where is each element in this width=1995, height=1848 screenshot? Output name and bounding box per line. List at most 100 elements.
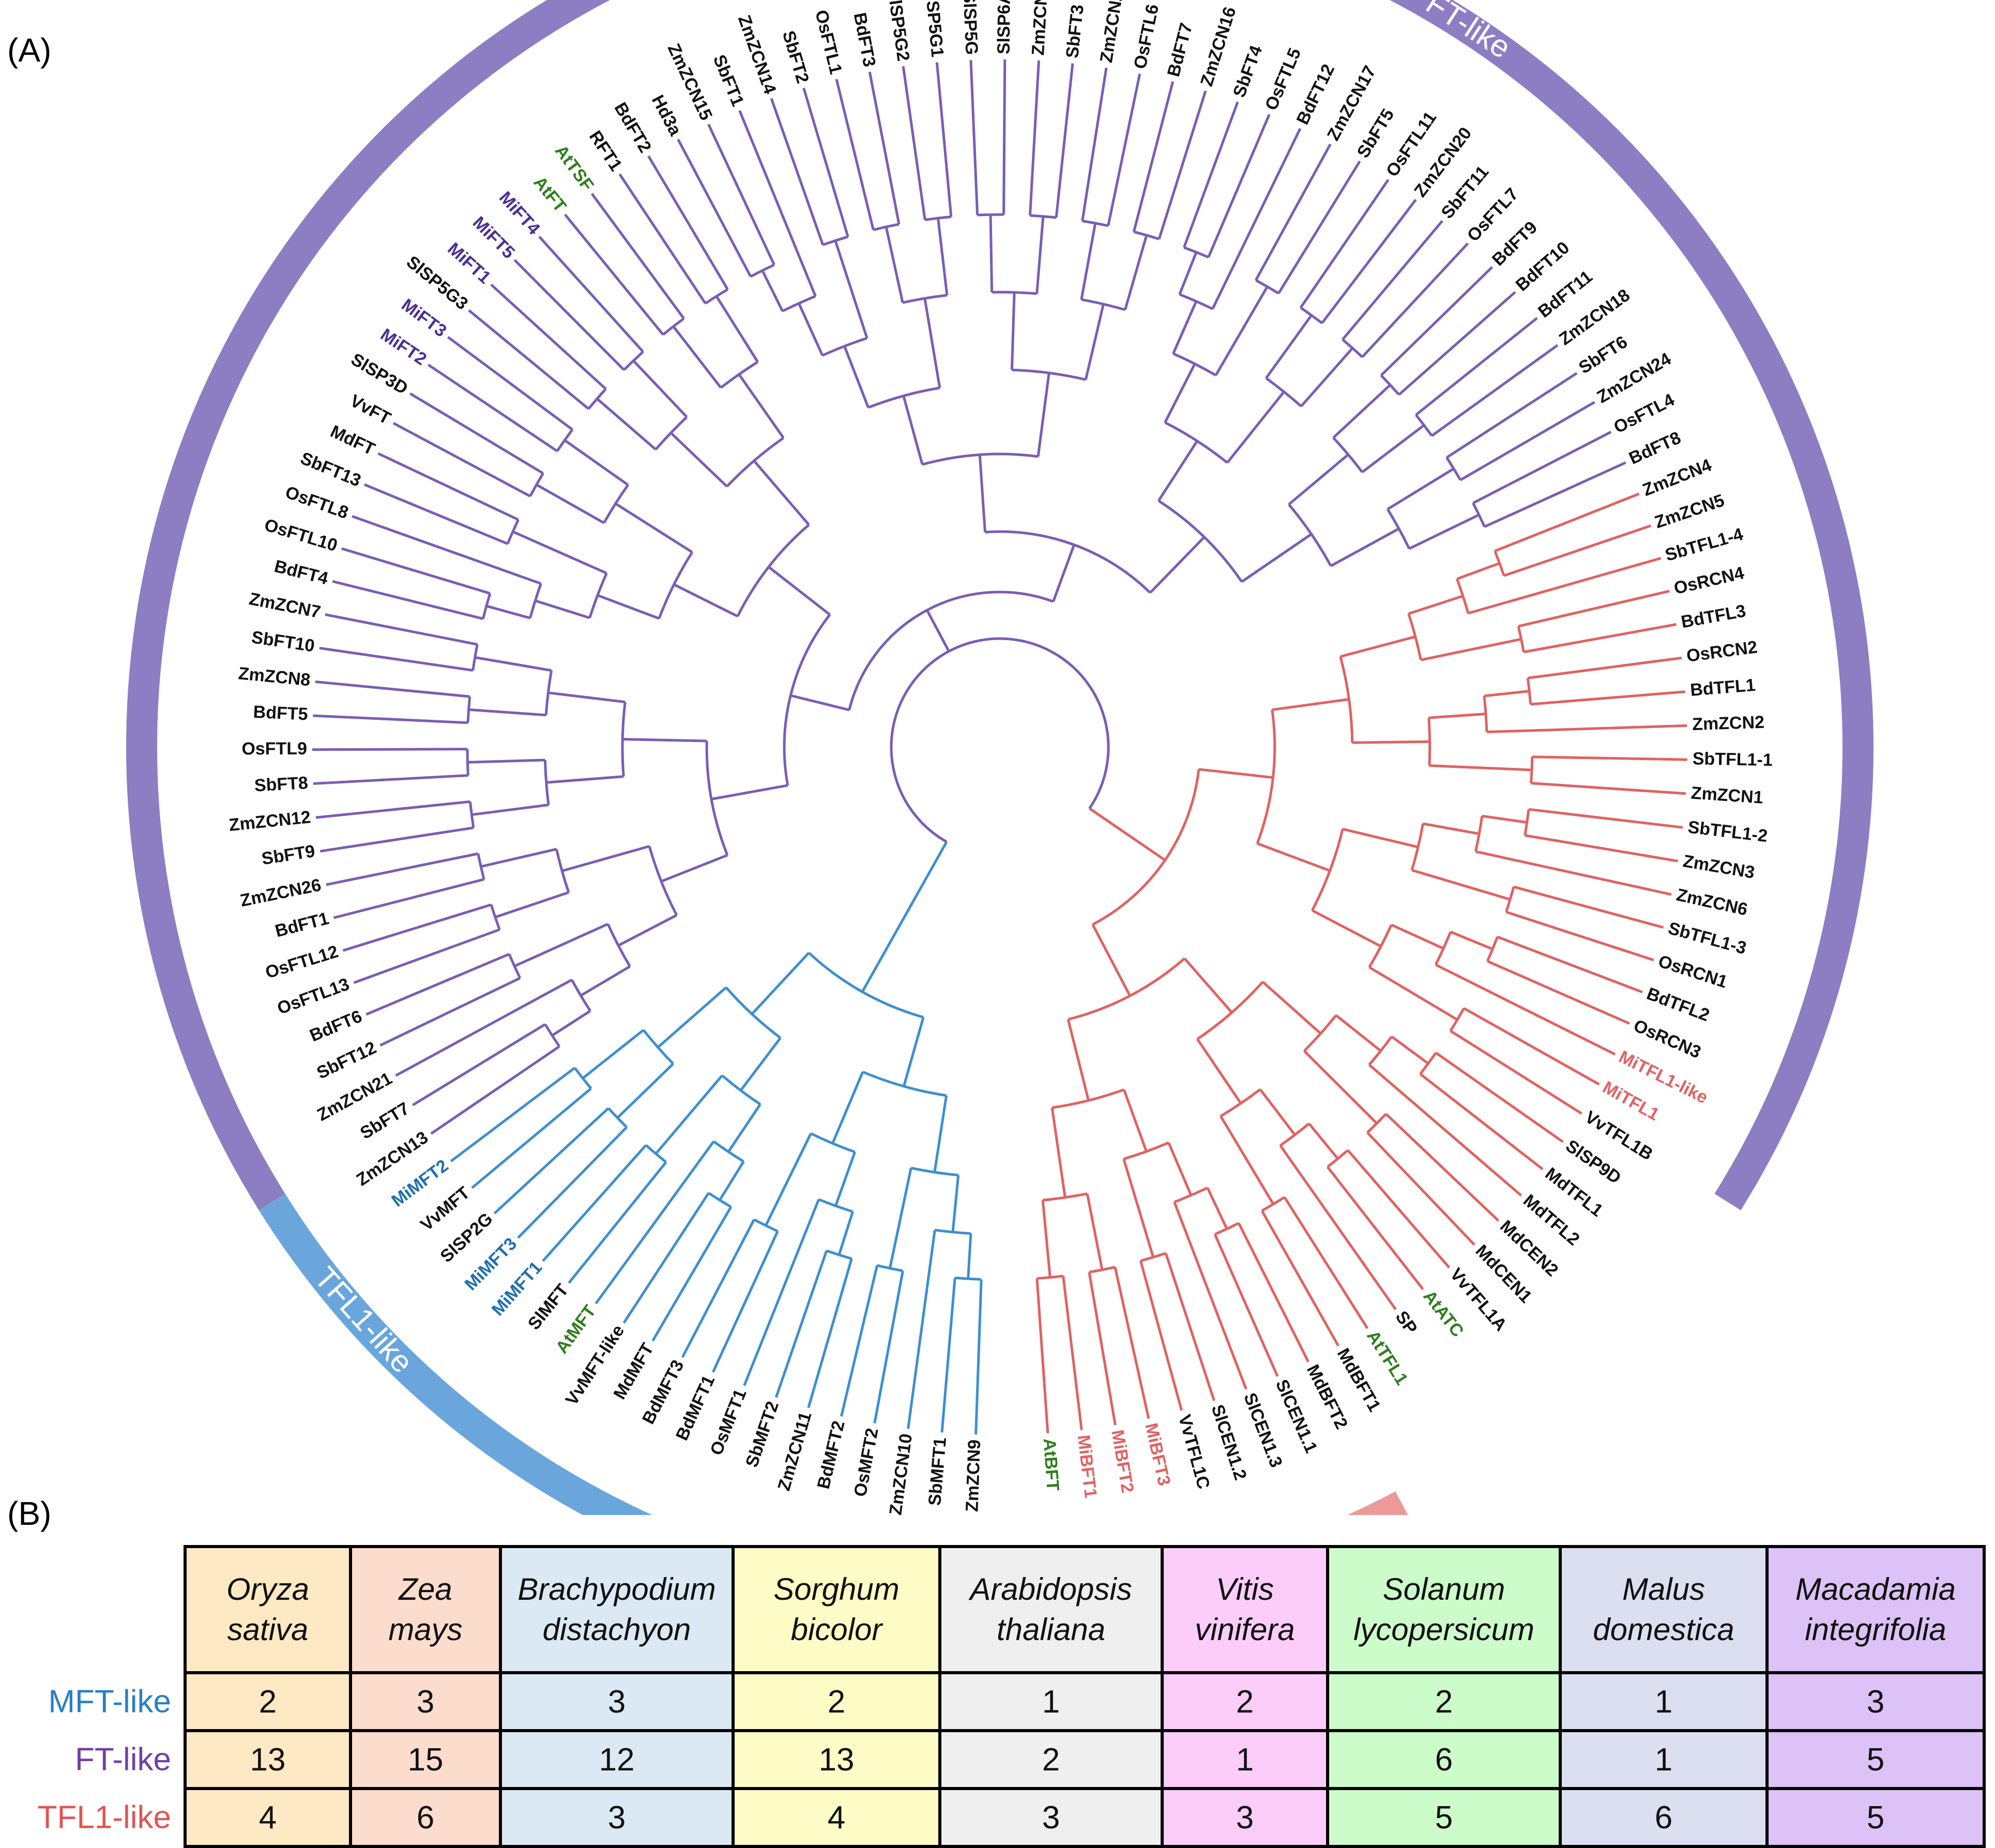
tree-branch: [1304, 1051, 1377, 1124]
tree-branch: [471, 805, 549, 815]
tree-branch: [316, 801, 470, 817]
tree-branch: [769, 567, 830, 615]
leaf-label: AtMFT: [552, 1301, 600, 1357]
leaf-label: OsFTL10: [262, 515, 340, 555]
tree-branch: [674, 326, 721, 388]
leaf-label: SbFT8: [254, 773, 309, 795]
leaf-label: SbFT1: [709, 52, 748, 110]
tree-branch: [804, 88, 848, 237]
tree-branch: [1301, 348, 1352, 406]
tree-branch: [1289, 455, 1348, 504]
tree-branch: [326, 854, 478, 885]
tree-branch: [1184, 959, 1232, 1013]
tree-branch: [835, 240, 867, 338]
leaf-label: OsMFT2: [850, 1427, 882, 1498]
row-label: MFT-like: [171, 1673, 185, 1731]
tree-branch: [1263, 982, 1321, 1034]
tree-branch: [1159, 91, 1206, 239]
leaf-label: SbTFL1-2: [1687, 817, 1769, 846]
tree-branch: [325, 615, 477, 645]
leaf-label: MdFT: [327, 421, 378, 459]
tree-branch: [720, 1161, 743, 1200]
row-label: FT-like: [171, 1731, 185, 1789]
leaf-label: MiBFT2: [1107, 1428, 1137, 1494]
tree-branch: [1518, 591, 1669, 626]
leaf-label: ZmZCN5: [1652, 491, 1727, 533]
species-epithet: distachyon: [502, 1610, 731, 1650]
tree-branch: [1227, 392, 1284, 463]
tree-branch: [1134, 82, 1173, 232]
tree-branch: [491, 284, 606, 389]
species-epithet: sativa: [187, 1610, 348, 1650]
tree-branch: [1336, 1016, 1381, 1051]
leaf-label: SbFT10: [250, 627, 316, 656]
tree-branch: [976, 1279, 982, 1434]
panel-b-label: (B): [7, 1494, 51, 1533]
tree-branch: [1328, 1167, 1423, 1290]
gene-count-cell: 6: [351, 1789, 500, 1846]
tree-branch: [1343, 221, 1442, 340]
tree-branch: [481, 849, 556, 867]
tree-branch: [486, 606, 530, 618]
gene-count-cell: 3: [940, 1789, 1162, 1846]
tree-branch: [1498, 937, 1642, 992]
leaf-label: Hd3a: [648, 92, 686, 139]
tree-branch: [1468, 558, 1661, 614]
tree-branch: [1063, 1276, 1082, 1430]
tree-branch: [739, 374, 784, 438]
gene-count-cell: 3: [500, 1673, 733, 1731]
tree-branch: [562, 846, 649, 871]
gene-count-cell: 1: [1560, 1673, 1767, 1731]
tree-branch: [1037, 1279, 1048, 1433]
gene-count-cell: 4: [733, 1789, 940, 1846]
tree-branch: [1524, 625, 1676, 653]
tree-branch: [313, 776, 468, 784]
tree-branch: [513, 532, 606, 573]
tree-branch: [790, 695, 849, 710]
phylogenetic-tree: ZmZCN9SbMFT1ZmZCN10OsMFT2BdMFT2ZmZCN11Sb…: [0, 0, 1995, 1515]
tree-branch: [908, 1230, 935, 1429]
tree-branch: [1281, 1145, 1396, 1309]
tree-branch: [320, 828, 474, 851]
tree-branch: [971, 60, 978, 215]
tree-branch: [1460, 402, 1595, 480]
leaf-label: SbTFL1-4: [1663, 524, 1745, 565]
row-label-text: FT-like: [75, 1741, 171, 1778]
leaf-label: SbTFL1-1: [1692, 749, 1773, 770]
clade-stem-tfl: [1089, 809, 1165, 860]
tree-branch: [1485, 463, 1626, 527]
clade-band-ft: [142, 0, 1858, 1202]
tree-branch: [543, 1145, 646, 1261]
tree-branch: [1124, 1159, 1153, 1257]
tree-branch: [937, 63, 951, 217]
leaf-label: ZmZCN6: [1674, 885, 1749, 919]
leaf-label: SbFT6: [1575, 332, 1631, 377]
tree-branch: [495, 892, 569, 917]
tree-branch: [1053, 545, 1074, 602]
tree-branch: [1464, 1008, 1600, 1084]
tree-branch: [319, 648, 473, 670]
tree-branch: [1256, 144, 1330, 280]
tree-branch: [741, 1038, 781, 1090]
species-epithet: vinifera: [1164, 1610, 1326, 1650]
leaf-label: SbFT3: [1062, 4, 1088, 59]
tree-branch: [717, 296, 758, 362]
tree-branch: [565, 440, 628, 484]
species-epithet: domestica: [1562, 1610, 1765, 1650]
tree-branch: [393, 423, 530, 496]
tree-branch: [1333, 385, 1390, 437]
leaf-label: BdMFT1: [672, 1372, 719, 1444]
tree-branch: [1199, 769, 1273, 778]
leaf-label: ZmZCN11: [774, 1410, 815, 1493]
leaf-label: OsFTL12: [263, 942, 341, 982]
tree-branch: [1388, 468, 1454, 509]
tree-branch: [1159, 441, 1197, 501]
tree-branch: [648, 156, 727, 290]
leaf-label: BdMFT2: [814, 1419, 849, 1491]
